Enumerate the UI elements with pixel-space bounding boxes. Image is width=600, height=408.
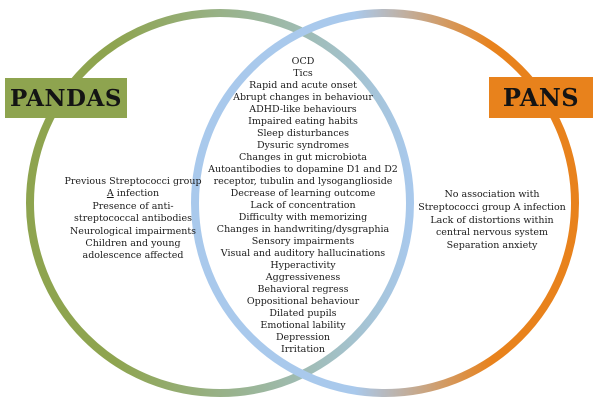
list-line: Neurological impairments [69, 225, 197, 237]
list-line: Depression [275, 332, 331, 343]
pandas-unique-symptoms: Previous Streptococci group A infection … [38, 176, 228, 263]
list-line: Behavioral regress [257, 284, 349, 295]
list-line: Presence of anti- [92, 200, 174, 212]
list-line: Children and young [85, 238, 181, 250]
list-line: Impaired eating habits [248, 116, 358, 127]
list-line: streptococcal antibodies [74, 213, 192, 225]
list-line: Hyperactivity [270, 260, 336, 271]
list-line: Abrupt changes in behaviour [233, 92, 373, 103]
list-line: Oppositional behaviour [246, 296, 360, 307]
list-line: Emotional lability [260, 320, 346, 331]
list-line: Tics [293, 68, 313, 79]
list-line: Dilated pupils [269, 308, 337, 319]
list-line: Changes in gut microbiota [239, 152, 367, 163]
list-line: Difficulty with memorizing [238, 212, 368, 223]
list-line: Rapid and acute onset [249, 80, 357, 91]
list-line: Decrease of learning outcome [230, 188, 376, 199]
list-line-rest: infection [113, 188, 160, 200]
list-line: adolescence affected [82, 250, 184, 262]
list-line: central nervous system [435, 227, 549, 239]
list-line: Dysuric syndromes [256, 140, 350, 151]
underlined-a: A [106, 188, 114, 200]
pans-circle [191, 9, 579, 397]
pandas-unique-symptoms-rest: Presence of anti-streptococcal antibodie… [38, 201, 228, 263]
list-line: Changes in handwriting/dysgraphia [216, 224, 390, 235]
pandas-label-text: PANDAS [10, 84, 122, 112]
pandas-circle [26, 9, 414, 397]
pandas-label: PANDAS [5, 78, 127, 118]
list-line: Streptococci group A infection [418, 201, 566, 213]
list-line: Previous Streptococci group [64, 176, 202, 187]
list-line: Autoantibodies to dopamine D1 and D2 [208, 164, 398, 175]
list-line: Lack of distortions within [430, 214, 554, 226]
list-line: Sensory impairments [251, 236, 355, 247]
list-line: Separation anxiety [446, 240, 538, 252]
list-line: ADHD-like behaviours [249, 104, 357, 115]
pans-label-text: PANS [502, 83, 580, 112]
list-line: Visual and auditory hallucinations [220, 248, 386, 259]
list-line: Irritation [280, 344, 326, 355]
list-line: Aggressiveness [265, 272, 341, 283]
list-line: No association with [444, 189, 540, 200]
pans-label: PANS [489, 77, 593, 118]
list-line: Sleep disturbances [256, 128, 350, 139]
list-line: Lack of concentration [250, 200, 356, 211]
list-line: receptor, tubulin and lysoganglioside [213, 176, 393, 187]
list-line: A infection [38, 188, 228, 200]
list-line: OCD [291, 56, 315, 67]
